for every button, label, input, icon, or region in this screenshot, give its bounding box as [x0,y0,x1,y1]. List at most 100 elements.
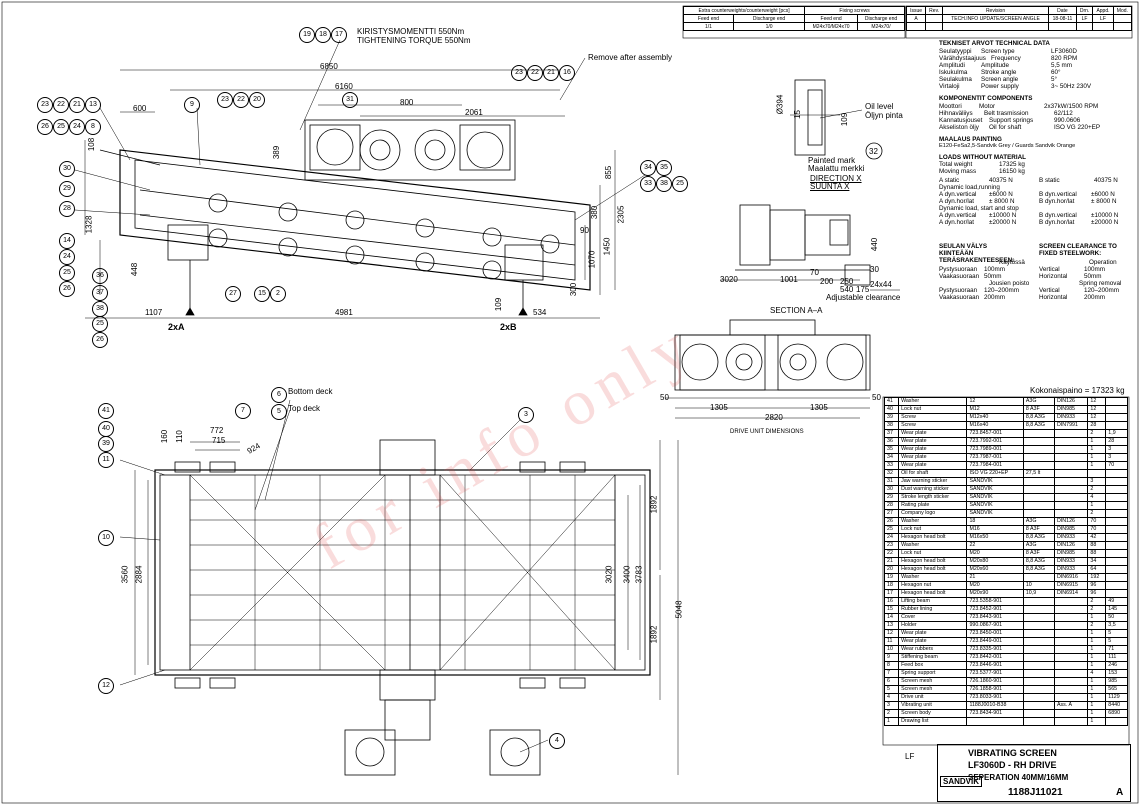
dyn-label: A dyn.vertical [939,191,977,198]
callout-bubble: 29 [59,181,75,197]
parts-cell: 2 [883,709,900,718]
tech-value: 3~ 50Hz 230V [1051,83,1092,90]
parts-cell: 33 [883,461,900,470]
parts-cell: 723.5358-901 [966,597,1024,606]
parts-cell: M20 [966,549,1024,558]
parts-cell: 31 [883,477,900,486]
parts-cell: A3G [1022,541,1056,550]
dyn-value: ± 8000 N [1091,198,1117,205]
dim-label: 2061 [465,108,483,117]
parts-cell [1105,413,1128,422]
callout-bubble: 23 [37,97,53,113]
parts-cell: 37 [883,429,900,438]
parts-cell: 3 [1105,445,1128,454]
parts-cell: 20 [883,565,900,574]
parts-cell [1022,637,1056,646]
dyn-running-label: Dynamic load,running [939,184,1000,191]
callout-bubble: 24 [69,119,85,135]
parts-cell: DIN6916 [1053,573,1089,582]
parts-cell [1053,477,1089,486]
parts-cell: 145 [1105,605,1128,614]
callout-bubble: 25 [59,265,75,281]
parts-cell: DIN985 [1053,405,1089,414]
parts-cell: 8 [883,661,900,670]
parts-cell [1105,421,1128,430]
parts-cell: 9 [883,653,900,662]
tech-label: Amplitudi [939,62,965,69]
parts-cell: 1 [1087,685,1107,694]
dim-label: 1450 [602,237,612,256]
dim-label: 1305 [710,403,728,412]
dyn-value: ±20000 N [1091,219,1119,226]
callout-bubble: 13 [85,97,101,113]
tech-heading: TEKNISET ARVOT TECHNICAL DATA [939,40,1050,47]
parts-cell: Holder [898,621,968,630]
parts-cell [1022,669,1056,678]
parts-cell: 71 [1105,645,1128,654]
parts-cell: 1 [1087,637,1107,646]
dim-label: 389 [272,145,282,160]
parts-cell: Wear plate [898,629,968,638]
callout-bubble: 10 [98,530,114,546]
parts-cell [1053,645,1089,654]
parts-cell [1105,405,1128,414]
component-value: 62/112 [1054,110,1073,117]
parts-cell: Oil for shaft [898,469,968,478]
parts-cell [1022,685,1056,694]
callout-bubble: 15 [254,286,270,302]
parts-cell: 1 [1087,661,1107,670]
parts-cell: 1188J0010-B38 [966,701,1024,710]
parts-cell: Rubber lining [898,605,968,614]
clear-label: Pystysuoraan [939,266,978,273]
component-label: Moottori [939,103,962,110]
clear-value: 50mm [984,273,1002,280]
section-title: SECTION A–A [770,306,823,315]
parts-cell: 1129 [1105,693,1128,702]
load-label: Total weight [939,161,973,168]
callout-bubble: 26 [92,332,108,348]
callout-bubble: 30 [59,161,75,177]
callout-bubble: 41 [98,403,114,419]
parts-cell: Washer [898,397,968,406]
clear-label: Vertical [1039,287,1060,294]
parts-cell: DIN126 [1053,397,1089,406]
parts-cell: 35 [883,445,900,454]
technical-data-block: TEKNISET ARVOT TECHNICAL DATA Seulatyypp… [939,40,1129,310]
clear-label: Vertical [1039,266,1060,273]
parts-cell [1105,573,1128,582]
parts-cell: 8,8 A3G [1022,413,1056,422]
clear-value: 120–200mm [1084,287,1120,294]
adjustable-clearance-label: Adjustable clearance [826,293,901,302]
callout-bubble: 33 [640,176,656,192]
dim-label: 50 [872,393,881,402]
component-label: Support springs [989,117,1034,124]
parts-cell: 1,9 [1105,429,1128,438]
parts-cell: ISO VG 220+EP [966,469,1024,478]
parts-cell: Spring support [898,669,968,678]
component-value: 990.0606 [1054,117,1081,124]
parts-cell: 1 [1087,613,1107,622]
parts-cell: 10 [883,645,900,654]
parts-cell: Hexagon head bolt [898,557,968,566]
clear-value: 100mm [984,266,1005,273]
total-weight: Kokonaispaino = 17323 kg [1030,386,1125,395]
parts-cell [1022,445,1056,454]
tech-label: Stroke angle [981,69,1017,76]
section-a-a [720,204,900,291]
parts-cell: 10 [1022,581,1056,590]
parts-cell [1105,397,1128,406]
callout-bubble: 24 [59,249,75,265]
component-value: 2x37kW/1500 RPM [1044,103,1099,110]
parts-cell: Wear plate [898,637,968,646]
callout-bubble: 40 [98,421,114,437]
parts-cell: 1 [1087,629,1107,638]
tech-value: 820 RPM [1051,55,1078,62]
parts-cell: 5 [1105,637,1128,646]
